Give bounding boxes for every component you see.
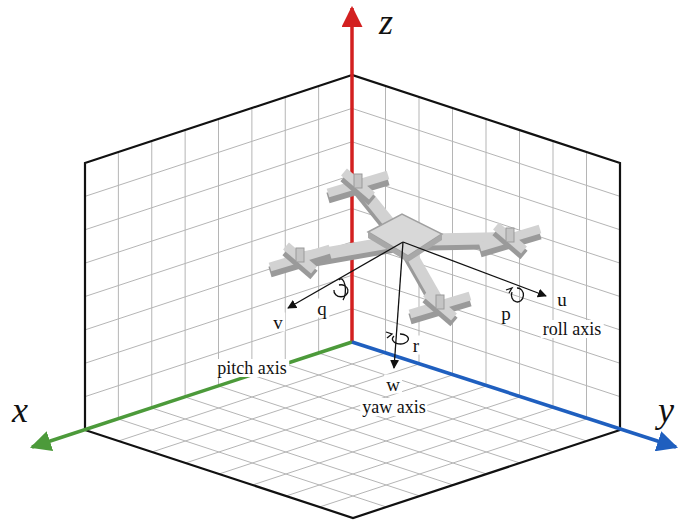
drone-part <box>426 293 454 317</box>
drone-part <box>496 226 524 250</box>
axis-label: w <box>384 375 402 394</box>
grid-line <box>85 108 352 196</box>
rotation-label: p <box>499 304 513 323</box>
grid-line <box>352 175 620 263</box>
axis-label: u <box>555 290 569 309</box>
grid-line <box>118 152 119 419</box>
grid-line <box>519 130 520 397</box>
body-axes <box>288 242 546 368</box>
grid-line <box>286 408 553 496</box>
drone-part <box>344 172 372 196</box>
grid-line <box>352 142 620 230</box>
quadcopter <box>270 172 540 322</box>
grid-line <box>118 419 386 507</box>
axis-label: x <box>10 392 30 428</box>
rotation-label: q <box>315 299 329 318</box>
yaw-axis-line <box>394 242 403 368</box>
grid-line <box>85 209 352 297</box>
grid-line <box>352 209 620 297</box>
grid-line <box>151 141 152 408</box>
pitch-rotation-tail <box>339 279 345 300</box>
x-axis <box>32 342 352 447</box>
grid-line <box>219 386 487 474</box>
axis-name: yaw axis <box>360 398 427 416</box>
grid-line <box>553 141 554 408</box>
rotation-label: r <box>411 336 421 355</box>
grid-line <box>219 386 486 474</box>
rotor-shaft <box>354 174 362 188</box>
grid-line <box>320 419 587 507</box>
axis-label: z <box>377 4 395 40</box>
axis-label: y <box>656 392 676 428</box>
drone-hub-side <box>368 232 442 262</box>
drone-part <box>286 246 314 270</box>
axis-name: roll axis <box>541 320 604 338</box>
grid-line <box>185 397 453 485</box>
rotor-shaft <box>506 228 514 242</box>
pitch-axis-line <box>288 242 403 308</box>
grid-line <box>85 142 352 230</box>
axis-name: pitch axis <box>215 359 289 377</box>
roll-axis-line <box>403 242 546 296</box>
drone-hub <box>368 214 442 256</box>
grid-line <box>152 408 420 496</box>
grid-line <box>185 130 186 397</box>
coordinate-axes <box>32 8 676 447</box>
grid-line <box>352 108 620 196</box>
grid-line <box>253 397 520 485</box>
roll-rotation-head <box>506 288 512 293</box>
rotor-shaft <box>436 295 444 309</box>
rotor-shaft <box>296 248 304 262</box>
yaw-rotation-head <box>386 332 392 338</box>
axis-label: v <box>271 313 285 332</box>
yaw-rotation <box>392 334 408 344</box>
grid-line <box>586 152 587 419</box>
y-axis <box>352 342 676 447</box>
roll-rotation <box>511 288 523 302</box>
